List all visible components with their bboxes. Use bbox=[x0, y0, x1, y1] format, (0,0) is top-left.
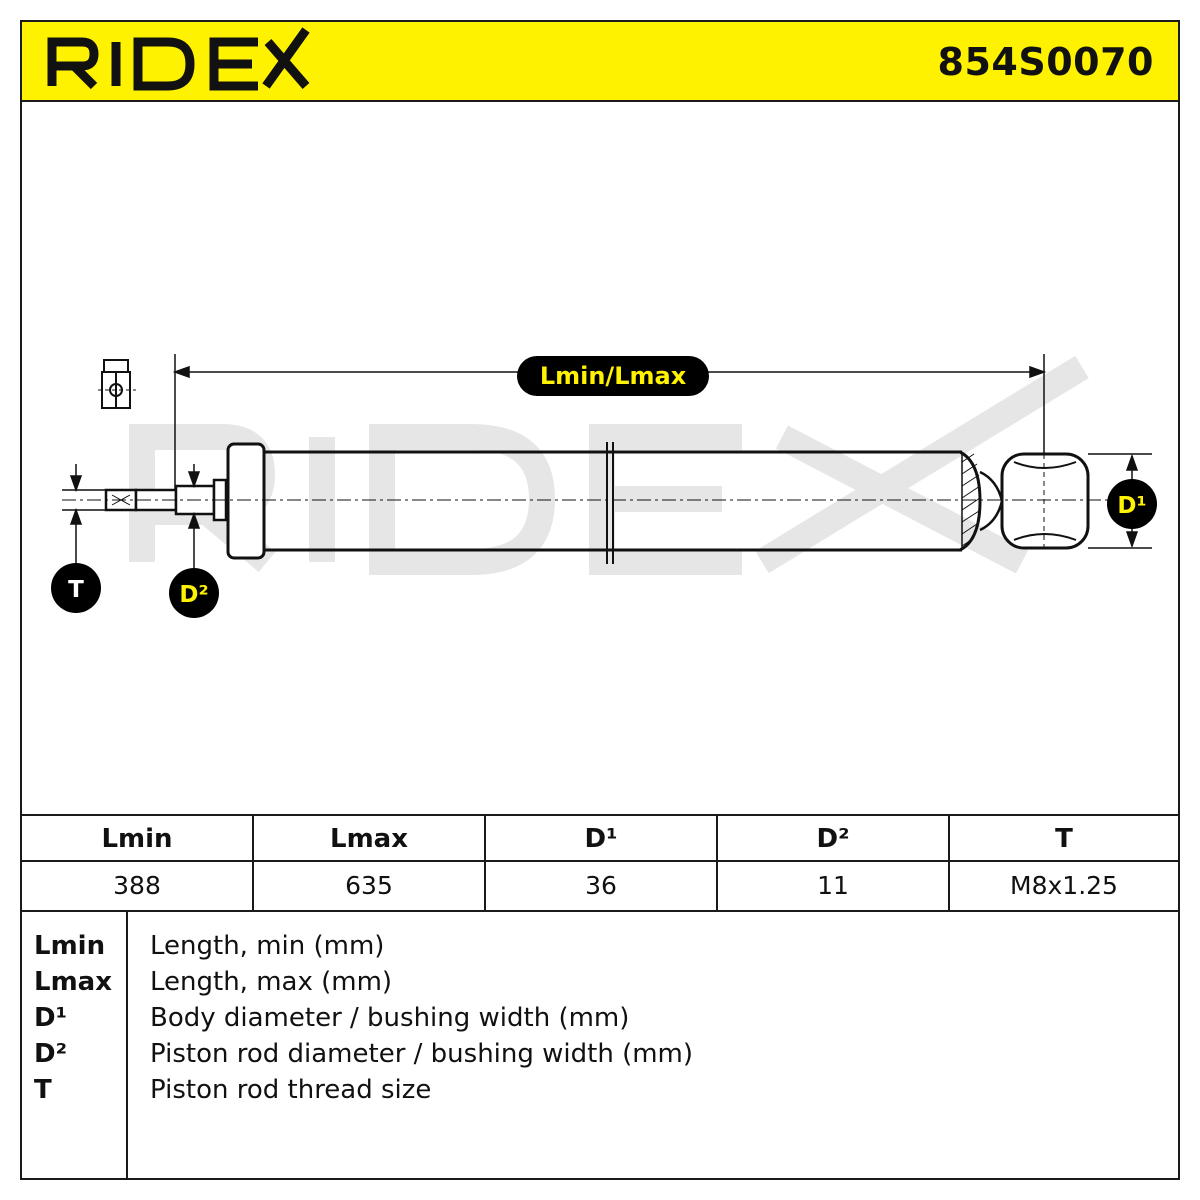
legend-divider bbox=[126, 912, 128, 1178]
t-badge bbox=[51, 563, 101, 613]
d2-dimension bbox=[187, 464, 201, 568]
legend-key: T bbox=[34, 1075, 52, 1105]
d1-label: D¹ bbox=[1117, 493, 1146, 519]
part-number: 854S0070 bbox=[937, 40, 1154, 84]
shock-body bbox=[264, 442, 982, 564]
legend-desc: Length, max (mm) bbox=[150, 967, 393, 997]
spec-column-d2: D² 11 bbox=[718, 816, 950, 910]
legend-key: Lmax bbox=[34, 967, 112, 997]
legend-desc: Body diameter / bushing width (mm) bbox=[150, 1003, 630, 1033]
ridex-logo bbox=[47, 27, 310, 91]
d2-badge bbox=[169, 568, 219, 618]
legend-desc: Length, min (mm) bbox=[150, 931, 385, 961]
legend-row: Lmin Length, min (mm) bbox=[22, 928, 1178, 964]
legend-key: D¹ bbox=[34, 1003, 67, 1033]
shock-absorber-drawing: Lmin/Lmax bbox=[51, 354, 1157, 618]
spec-header: D¹ bbox=[486, 816, 716, 862]
spec-column-d1: D¹ 36 bbox=[486, 816, 718, 910]
spec-table: Lmin 388 Lmax 635 D¹ 36 D² 11 T M8x1.25 bbox=[22, 814, 1178, 912]
length-label-badge bbox=[517, 356, 709, 396]
spec-header: D² bbox=[718, 816, 948, 862]
header-bar: 854S0070 bbox=[22, 22, 1178, 102]
t-dimension bbox=[62, 464, 106, 568]
spec-column-lmin: Lmin 388 bbox=[22, 816, 254, 910]
d1-badge bbox=[1107, 479, 1157, 529]
nut-icon bbox=[98, 359, 136, 409]
legend-row: Lmax Length, max (mm) bbox=[22, 964, 1178, 1000]
legend-row: D¹ Body diameter / bushing width (mm) bbox=[22, 1000, 1178, 1036]
spec-value: M8x1.25 bbox=[1010, 871, 1118, 900]
spec-header: T bbox=[950, 816, 1178, 862]
datasheet-frame: 854S0070 bbox=[20, 20, 1180, 1180]
spec-value: 388 bbox=[113, 871, 161, 900]
technical-drawing: Lmin/Lmax bbox=[22, 102, 1178, 814]
t-label: T bbox=[68, 577, 84, 603]
spec-header: Lmin bbox=[22, 816, 252, 862]
spec-value: 36 bbox=[585, 871, 617, 900]
legend-row: T Piston rod thread size bbox=[22, 1072, 1178, 1108]
legend-desc: Piston rod diameter / bushing width (mm) bbox=[150, 1039, 694, 1069]
spec-value: 635 bbox=[345, 871, 393, 900]
spec-header: Lmax bbox=[254, 816, 484, 862]
spec-column-lmax: Lmax 635 bbox=[254, 816, 486, 910]
eye-mount bbox=[979, 452, 1090, 550]
spec-column-t: T M8x1.25 bbox=[950, 816, 1178, 910]
legend-desc: Piston rod thread size bbox=[150, 1075, 432, 1105]
legend-row: D² Piston rod diameter / bushing width (… bbox=[22, 1036, 1178, 1072]
legend-section: Lmin Length, min (mm) Lmax Length, max (… bbox=[22, 912, 1178, 1178]
legend-key: D² bbox=[34, 1039, 67, 1069]
dust-cap bbox=[226, 442, 266, 560]
d2-label: D² bbox=[179, 582, 208, 608]
length-label: Lmin/Lmax bbox=[540, 362, 687, 390]
legend-key: Lmin bbox=[34, 931, 106, 961]
spec-value: 11 bbox=[817, 871, 849, 900]
